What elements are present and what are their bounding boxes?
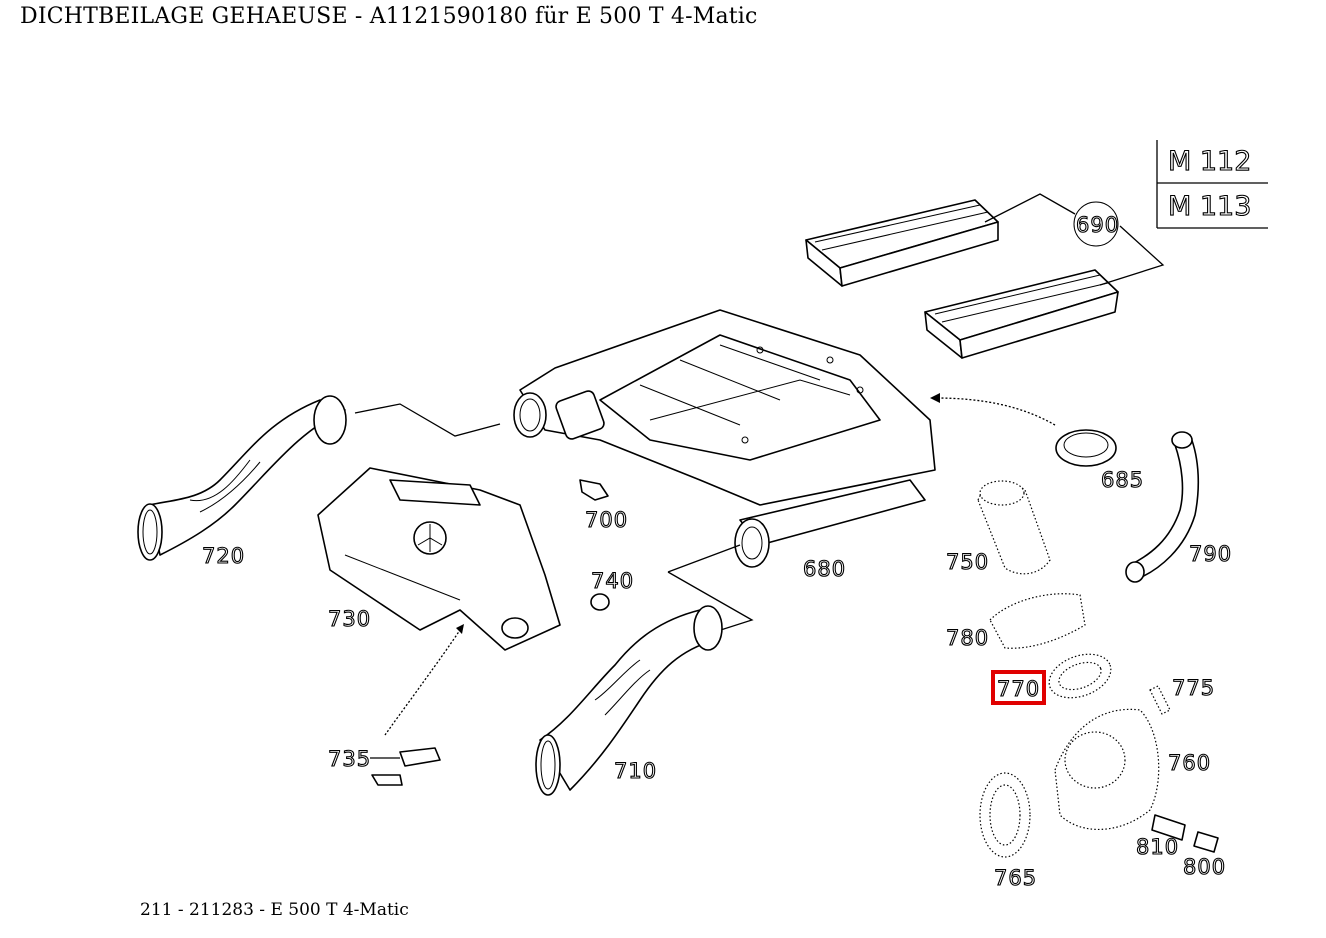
callout-770[interactable]: 770	[996, 676, 1040, 701]
clip-700[interactable]	[579, 479, 609, 501]
callout-690[interactable]: 690	[1075, 212, 1119, 237]
throttle-housing-760[interactable]	[1054, 708, 1160, 831]
intake-duct-left[interactable]	[137, 395, 347, 561]
callout-760[interactable]: 760	[1167, 750, 1211, 775]
vehicle-footer: 211 - 211283 - E 500 T 4-Matic	[140, 900, 409, 920]
gasket-765[interactable]	[979, 772, 1031, 858]
callout-685[interactable]: 685	[1100, 467, 1144, 492]
callout-765[interactable]: 765	[993, 865, 1037, 890]
callout-790[interactable]: 790	[1188, 541, 1232, 566]
callout-700[interactable]: 700	[584, 507, 628, 532]
callout-810[interactable]: 810	[1135, 834, 1179, 859]
callout-710[interactable]: 710	[613, 758, 657, 783]
callout-720[interactable]: 720	[201, 543, 245, 568]
plug-800[interactable]	[1193, 831, 1219, 853]
clip-735[interactable]	[371, 747, 441, 786]
engine-variant-m112: M 112	[1168, 146, 1251, 177]
seal-770[interactable]	[1043, 646, 1117, 705]
sensor-810[interactable]	[1151, 814, 1186, 841]
callout-735[interactable]: 735	[327, 746, 371, 771]
engine-variant-m113: M 113	[1168, 191, 1251, 222]
callout-680[interactable]: 680	[802, 556, 846, 581]
seal-ring-685[interactable]	[1055, 429, 1117, 467]
callout-730[interactable]: 730	[327, 606, 371, 631]
screw-775[interactable]	[1149, 685, 1171, 715]
mass-air-flow-sensor-750[interactable]	[977, 480, 1051, 575]
callout-800[interactable]: 800	[1182, 854, 1226, 879]
callout-775[interactable]: 775	[1171, 675, 1215, 700]
intake-duct-lower[interactable]	[535, 605, 723, 796]
hose-780[interactable]	[989, 593, 1086, 649]
air-filter-housing[interactable]	[513, 309, 936, 568]
callout-740[interactable]: 740	[590, 568, 634, 593]
highlight-box-770	[991, 670, 1046, 705]
bracket-cover[interactable]	[317, 467, 561, 651]
air-filter-elements[interactable]	[805, 199, 1119, 359]
callout-780[interactable]: 780	[945, 625, 989, 650]
engine-variant-table: M 112 M 113	[1156, 140, 1268, 229]
page-title: DICHTBEILAGE GEHAEUSE - A1121590180 für …	[20, 4, 758, 29]
callout-750[interactable]: 750	[945, 549, 989, 574]
grommet-740[interactable]	[590, 593, 610, 611]
